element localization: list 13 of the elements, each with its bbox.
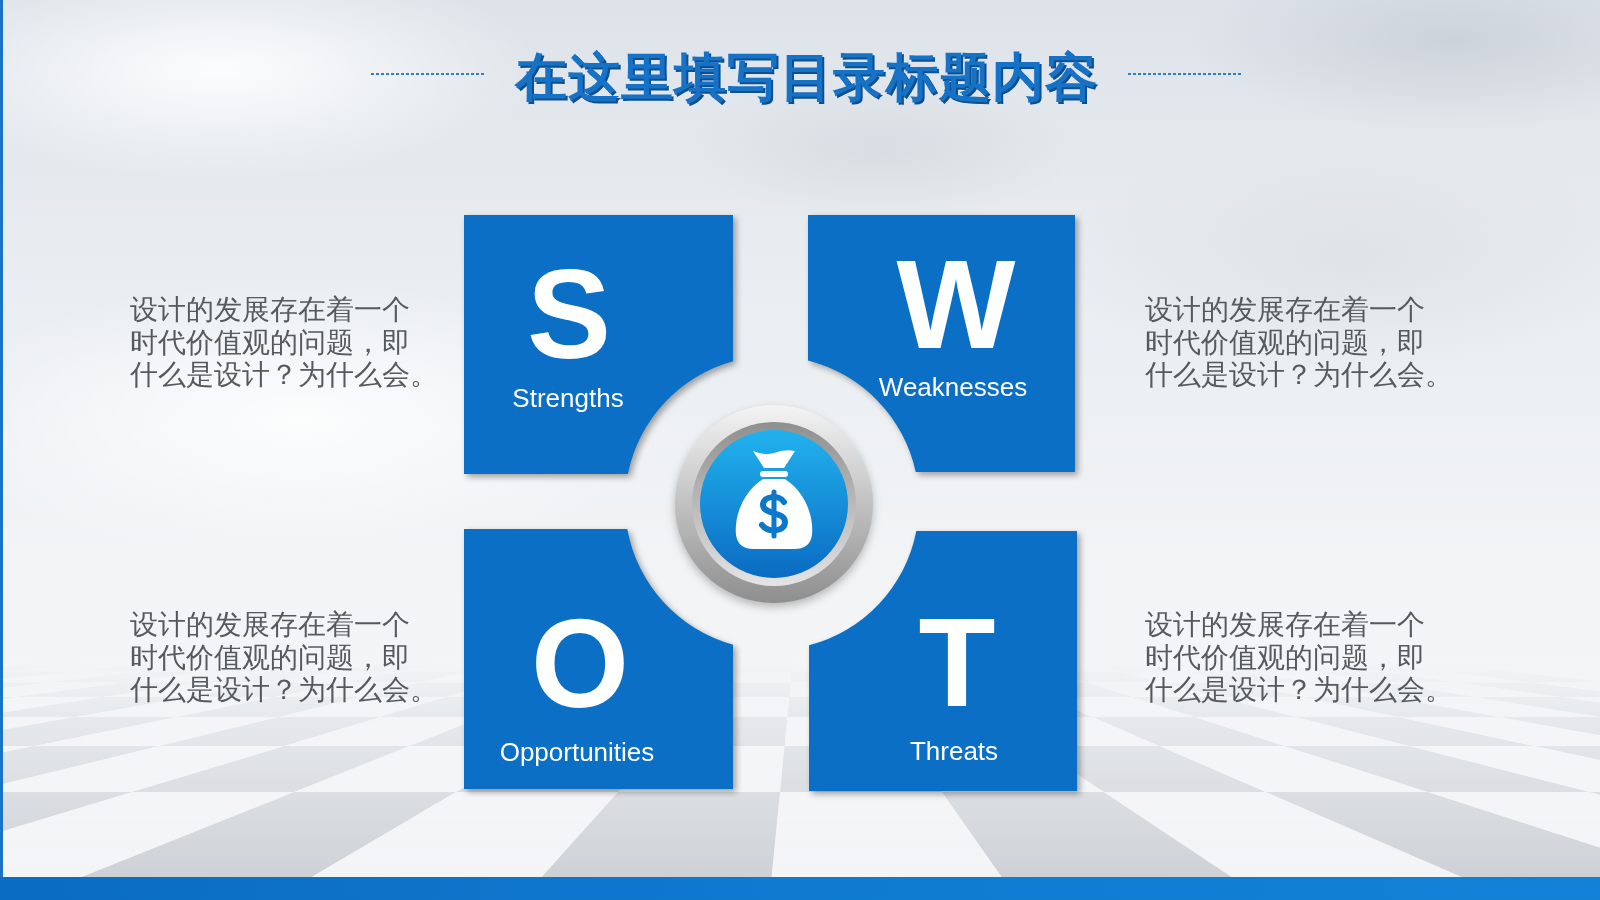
quadrant-label: Threats bbox=[909, 738, 999, 764]
description-text: 设计的发展存在着一个时代价值观的问题，即什么是设计？为什么会。 bbox=[130, 294, 427, 392]
quadrant-letter: S bbox=[527, 252, 611, 378]
description-text: 设计的发展存在着一个时代价值观的问题，即什么是设计？为什么会。 bbox=[1145, 294, 1442, 392]
quadrant-label: Strengths bbox=[512, 385, 624, 411]
slide-title: 在这里填写目录标题内容 bbox=[514, 51, 1098, 103]
quadrant-label: Opportunities bbox=[499, 739, 655, 765]
quadrant-letter: O bbox=[531, 601, 629, 727]
quadrant-letter: W bbox=[896, 242, 1016, 368]
description-text: 设计的发展存在着一个时代价值观的问题，即什么是设计？为什么会。 bbox=[130, 609, 427, 707]
quadrant-label: Weaknesses bbox=[878, 374, 1028, 400]
quadrant-letter: T bbox=[918, 600, 996, 726]
description-text: 设计的发展存在着一个时代价值观的问题，即什么是设计？为什么会。 bbox=[1145, 609, 1442, 707]
